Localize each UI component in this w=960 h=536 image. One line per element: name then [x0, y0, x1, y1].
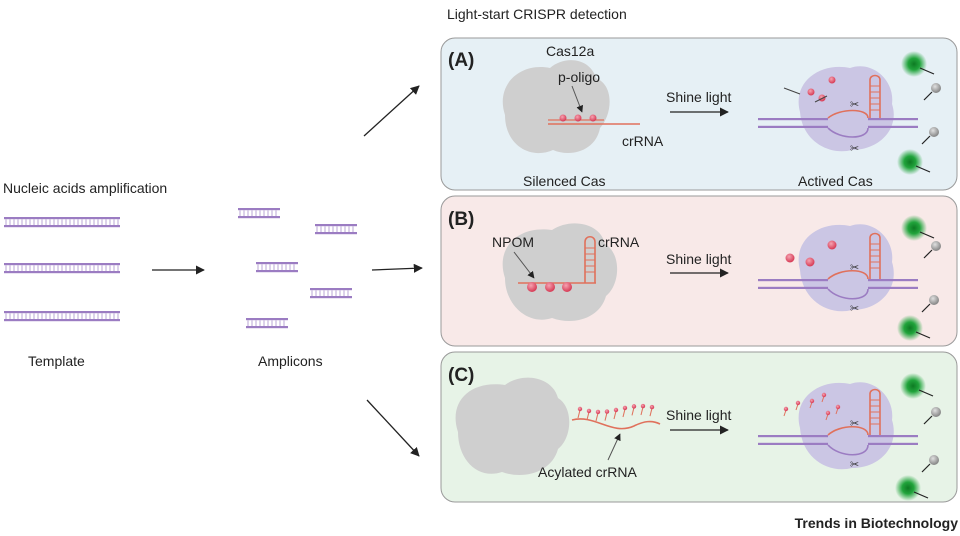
shine-light-label: Shine light [666, 407, 731, 423]
quencher-icon [921, 295, 939, 313]
crrna-label: crRNA [622, 133, 664, 149]
panel-a-tag: (A) [448, 50, 474, 71]
fluorophore-icon [900, 373, 934, 399]
arrow-icon [571, 85, 584, 113]
quencher-icon [921, 127, 939, 145]
scissors-icon: ✂ [850, 418, 859, 430]
scissors-icon: ✂ [850, 459, 859, 471]
arrow-icon [371, 263, 423, 273]
acylated-crrna-strand [571, 418, 661, 430]
cas-protein [502, 60, 610, 154]
fluorophore-icon [901, 215, 935, 241]
scissors-icon: ✂ [850, 262, 859, 274]
crrna-hairpin [584, 235, 596, 283]
amplicon-strands [238, 208, 357, 329]
template-strand [4, 311, 120, 322]
p-oligo-dots [559, 114, 597, 122]
amplicons-label: Amplicons [258, 353, 323, 369]
crrna-hairpin [869, 74, 881, 118]
fluorophore-icon [901, 51, 935, 77]
scissors-icon: ✂ [850, 143, 859, 155]
quencher-icon [923, 83, 941, 101]
reporter-signals [895, 51, 941, 501]
scissors-icon: ✂ [850, 99, 859, 111]
fluorophore-icon [895, 475, 929, 501]
page-title: Light-start CRISPR detection [447, 6, 627, 22]
fluorophore-icon [897, 315, 931, 341]
npom-label: NPOM [492, 234, 534, 250]
shine-light-label: Shine light [666, 251, 731, 267]
template-strand [4, 217, 120, 228]
crrna-hairpin [869, 388, 881, 435]
template-label: Template [28, 353, 85, 369]
crrna-hairpin [869, 232, 881, 279]
scissors-icon: ✂ [850, 303, 859, 315]
cas-protein [455, 377, 570, 476]
panel-c: (C) Acylated crRNA Shine light ✂ ✂ [440, 351, 958, 503]
amplification-title: Nucleic acids amplification [3, 180, 167, 196]
panel-b: (B) NPOM crRNA Shine light [440, 195, 958, 347]
amplicon-strand [246, 318, 288, 329]
shine-light-label: Shine light [666, 89, 731, 105]
p-oligo-label: p-oligo [558, 69, 600, 85]
quencher-icon [923, 241, 941, 259]
amplicon-strand [238, 208, 280, 219]
actived-cas-label: Actived Cas [798, 173, 873, 189]
acyl-groups [577, 403, 655, 422]
panel-c-tag: (C) [448, 365, 474, 386]
template-strand [4, 263, 120, 274]
acylated-crrna-label: Acylated crRNA [538, 464, 637, 480]
released-dots [783, 76, 836, 103]
amplicon-strand [315, 224, 357, 235]
amplicon-strand [256, 262, 298, 273]
arrow-icon [513, 251, 535, 279]
released-acyl-groups [783, 392, 841, 421]
quencher-icon [921, 455, 939, 473]
quencher-icon [923, 407, 941, 425]
arrow-icon [363, 85, 420, 137]
fluorophore-icon [897, 149, 931, 175]
journal-brand: Trends in Biotechnology [795, 515, 959, 531]
panel-b-tag: (B) [448, 209, 474, 230]
active-cas-complex: ✂ ✂ [758, 224, 918, 315]
template-strands [4, 217, 120, 322]
npom-dots [527, 282, 572, 292]
active-cas-complex: ✂ ✂ [758, 382, 918, 471]
active-cas-complex: ✂ ✂ [758, 66, 918, 155]
silenced-cas-label: Silenced Cas [523, 173, 606, 189]
amplicon-strand [310, 288, 352, 299]
cas12a-label: Cas12a [546, 43, 594, 59]
panel-a: (A) Cas12a p-oligo crRNA Silenced Cas Sh… [440, 37, 958, 191]
released-dots [785, 240, 837, 267]
arrow-icon [366, 399, 420, 457]
crrna-label: crRNA [598, 234, 640, 250]
arrow-icon [607, 433, 621, 461]
